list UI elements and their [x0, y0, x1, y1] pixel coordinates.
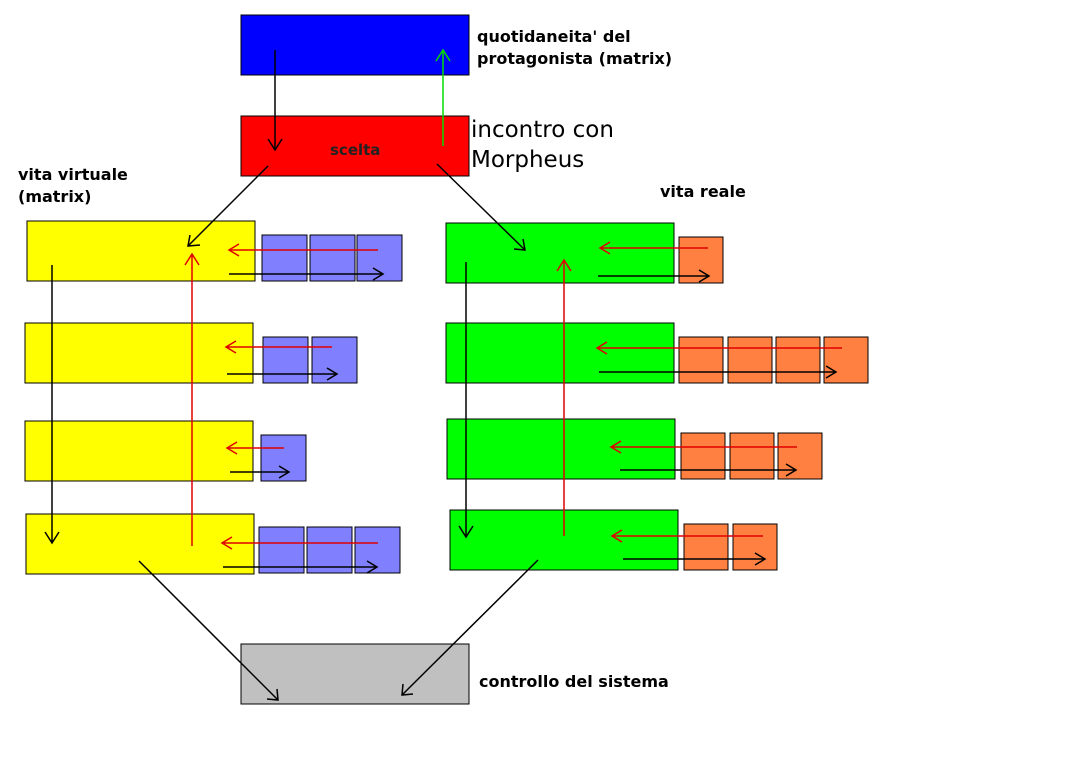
virtual-box-1: [26, 220, 256, 282]
arrow-up-real: [556, 258, 572, 536]
arrow-left-virtual-2: [224, 340, 332, 354]
arrow-right-virtual-1: [229, 267, 385, 281]
virtual-sub-box: [258, 526, 305, 574]
real-box-1: [445, 222, 675, 284]
real-sub-box: [727, 336, 773, 384]
arrow-left-virtual-1: [227, 243, 378, 257]
control-box: [240, 643, 470, 705]
virtual-sub-box: [262, 336, 309, 384]
meeting-line2: Morpheus: [471, 147, 584, 173]
arrow-right-real-1: [598, 269, 711, 283]
virtual-sub-box: [354, 526, 401, 574]
arrow-right-real-3: [620, 463, 798, 477]
arrow-real-down: [458, 262, 474, 539]
virtual-label-line2: (matrix): [18, 187, 91, 206]
real-sub-box: [683, 523, 729, 571]
arrow-left-virtual-3: [225, 441, 284, 455]
virtual-box-3: [24, 420, 254, 482]
real-box-3: [446, 418, 676, 480]
top-note-line2: protagonista (matrix): [477, 49, 672, 68]
arrow-top-to-choice: [267, 50, 283, 152]
top-box: [240, 14, 470, 76]
arrow-virtual-down: [44, 265, 60, 545]
arrow-up-green: [435, 48, 451, 146]
arrow-real-to-control: [401, 559, 539, 696]
meeting-line1: incontro con: [471, 117, 614, 143]
arrow-right-virtual-4: [223, 560, 379, 574]
arrow-left-real-2: [595, 341, 842, 355]
arrow-left-real-4: [610, 529, 763, 543]
real-column: [445, 222, 869, 571]
virtual-label-line1: vita virtuale: [18, 165, 128, 184]
arrow-right-real-4: [623, 552, 767, 566]
real-sub-box: [680, 432, 726, 480]
top-note-line1: quotidaneita' del: [477, 27, 631, 46]
arrow-up-virtual: [184, 252, 200, 546]
virtual-box-2: [24, 322, 254, 384]
virtual-sub-box: [306, 526, 353, 574]
virtual-column: [24, 220, 403, 575]
real-box-2: [445, 322, 675, 384]
choice-label: scelta: [330, 141, 380, 159]
arrow-choice-to-real: [436, 163, 526, 251]
arrow-left-virtual-4: [220, 536, 378, 550]
virtual-sub-box: [260, 434, 307, 482]
control-label: controllo del sistema: [479, 672, 669, 691]
real-sub-box: [732, 523, 778, 571]
arrow-right-virtual-3: [230, 465, 291, 479]
arrow-choice-to-virtual: [187, 165, 269, 247]
arrows-layer: [44, 48, 842, 701]
real-label: vita reale: [660, 182, 746, 201]
arrow-right-virtual-2: [227, 367, 339, 381]
real-sub-box: [678, 336, 724, 384]
arrow-right-real-2: [599, 365, 838, 379]
real-sub-box: [729, 432, 775, 480]
real-sub-box: [777, 432, 823, 480]
virtual-box-4: [25, 513, 255, 575]
choice-box: [240, 115, 470, 177]
arrow-virtual-to-control: [138, 560, 279, 701]
arrow-left-real-3: [609, 440, 797, 454]
real-sub-box: [775, 336, 821, 384]
arrow-left-real-1: [598, 241, 708, 255]
